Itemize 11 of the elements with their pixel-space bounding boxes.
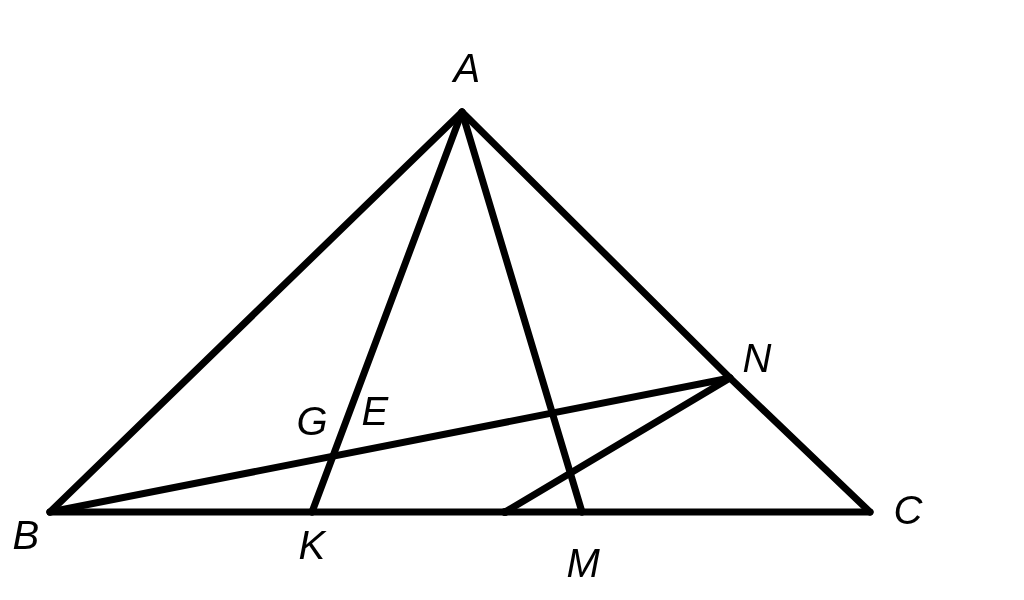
line-segment bbox=[458, 108, 586, 516]
line-segment bbox=[46, 374, 734, 516]
vertex-label: B bbox=[12, 515, 40, 555]
line-segment bbox=[308, 108, 466, 516]
point-label: G bbox=[296, 401, 328, 441]
vertex-label: M bbox=[566, 543, 600, 583]
vertex-label: N bbox=[742, 338, 772, 378]
point-label: E bbox=[361, 391, 389, 431]
vertex-label: K bbox=[298, 525, 326, 565]
vertex-label: C bbox=[893, 490, 923, 530]
vertex-label: A bbox=[453, 48, 481, 88]
